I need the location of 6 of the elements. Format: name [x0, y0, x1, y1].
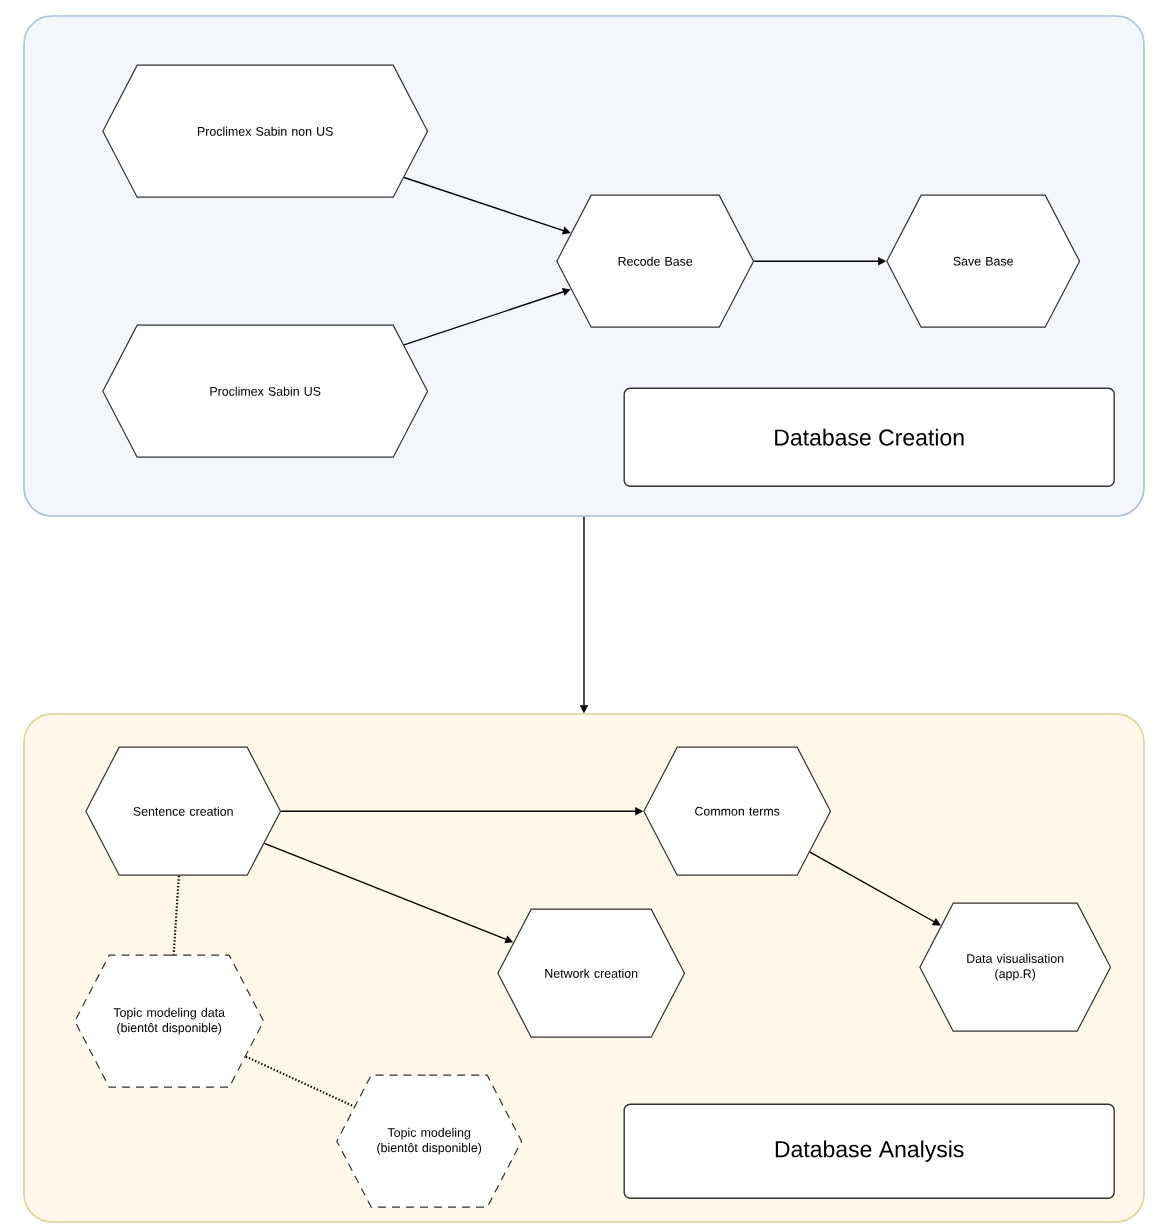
dotted-connector: [172, 875, 180, 955]
arrow: [403, 287, 571, 346]
arrow: [809, 851, 941, 926]
dotted-connector: [245, 1055, 355, 1108]
title-box: Database Creation: [623, 387, 1115, 487]
title-box: Database Analysis: [623, 1103, 1115, 1199]
